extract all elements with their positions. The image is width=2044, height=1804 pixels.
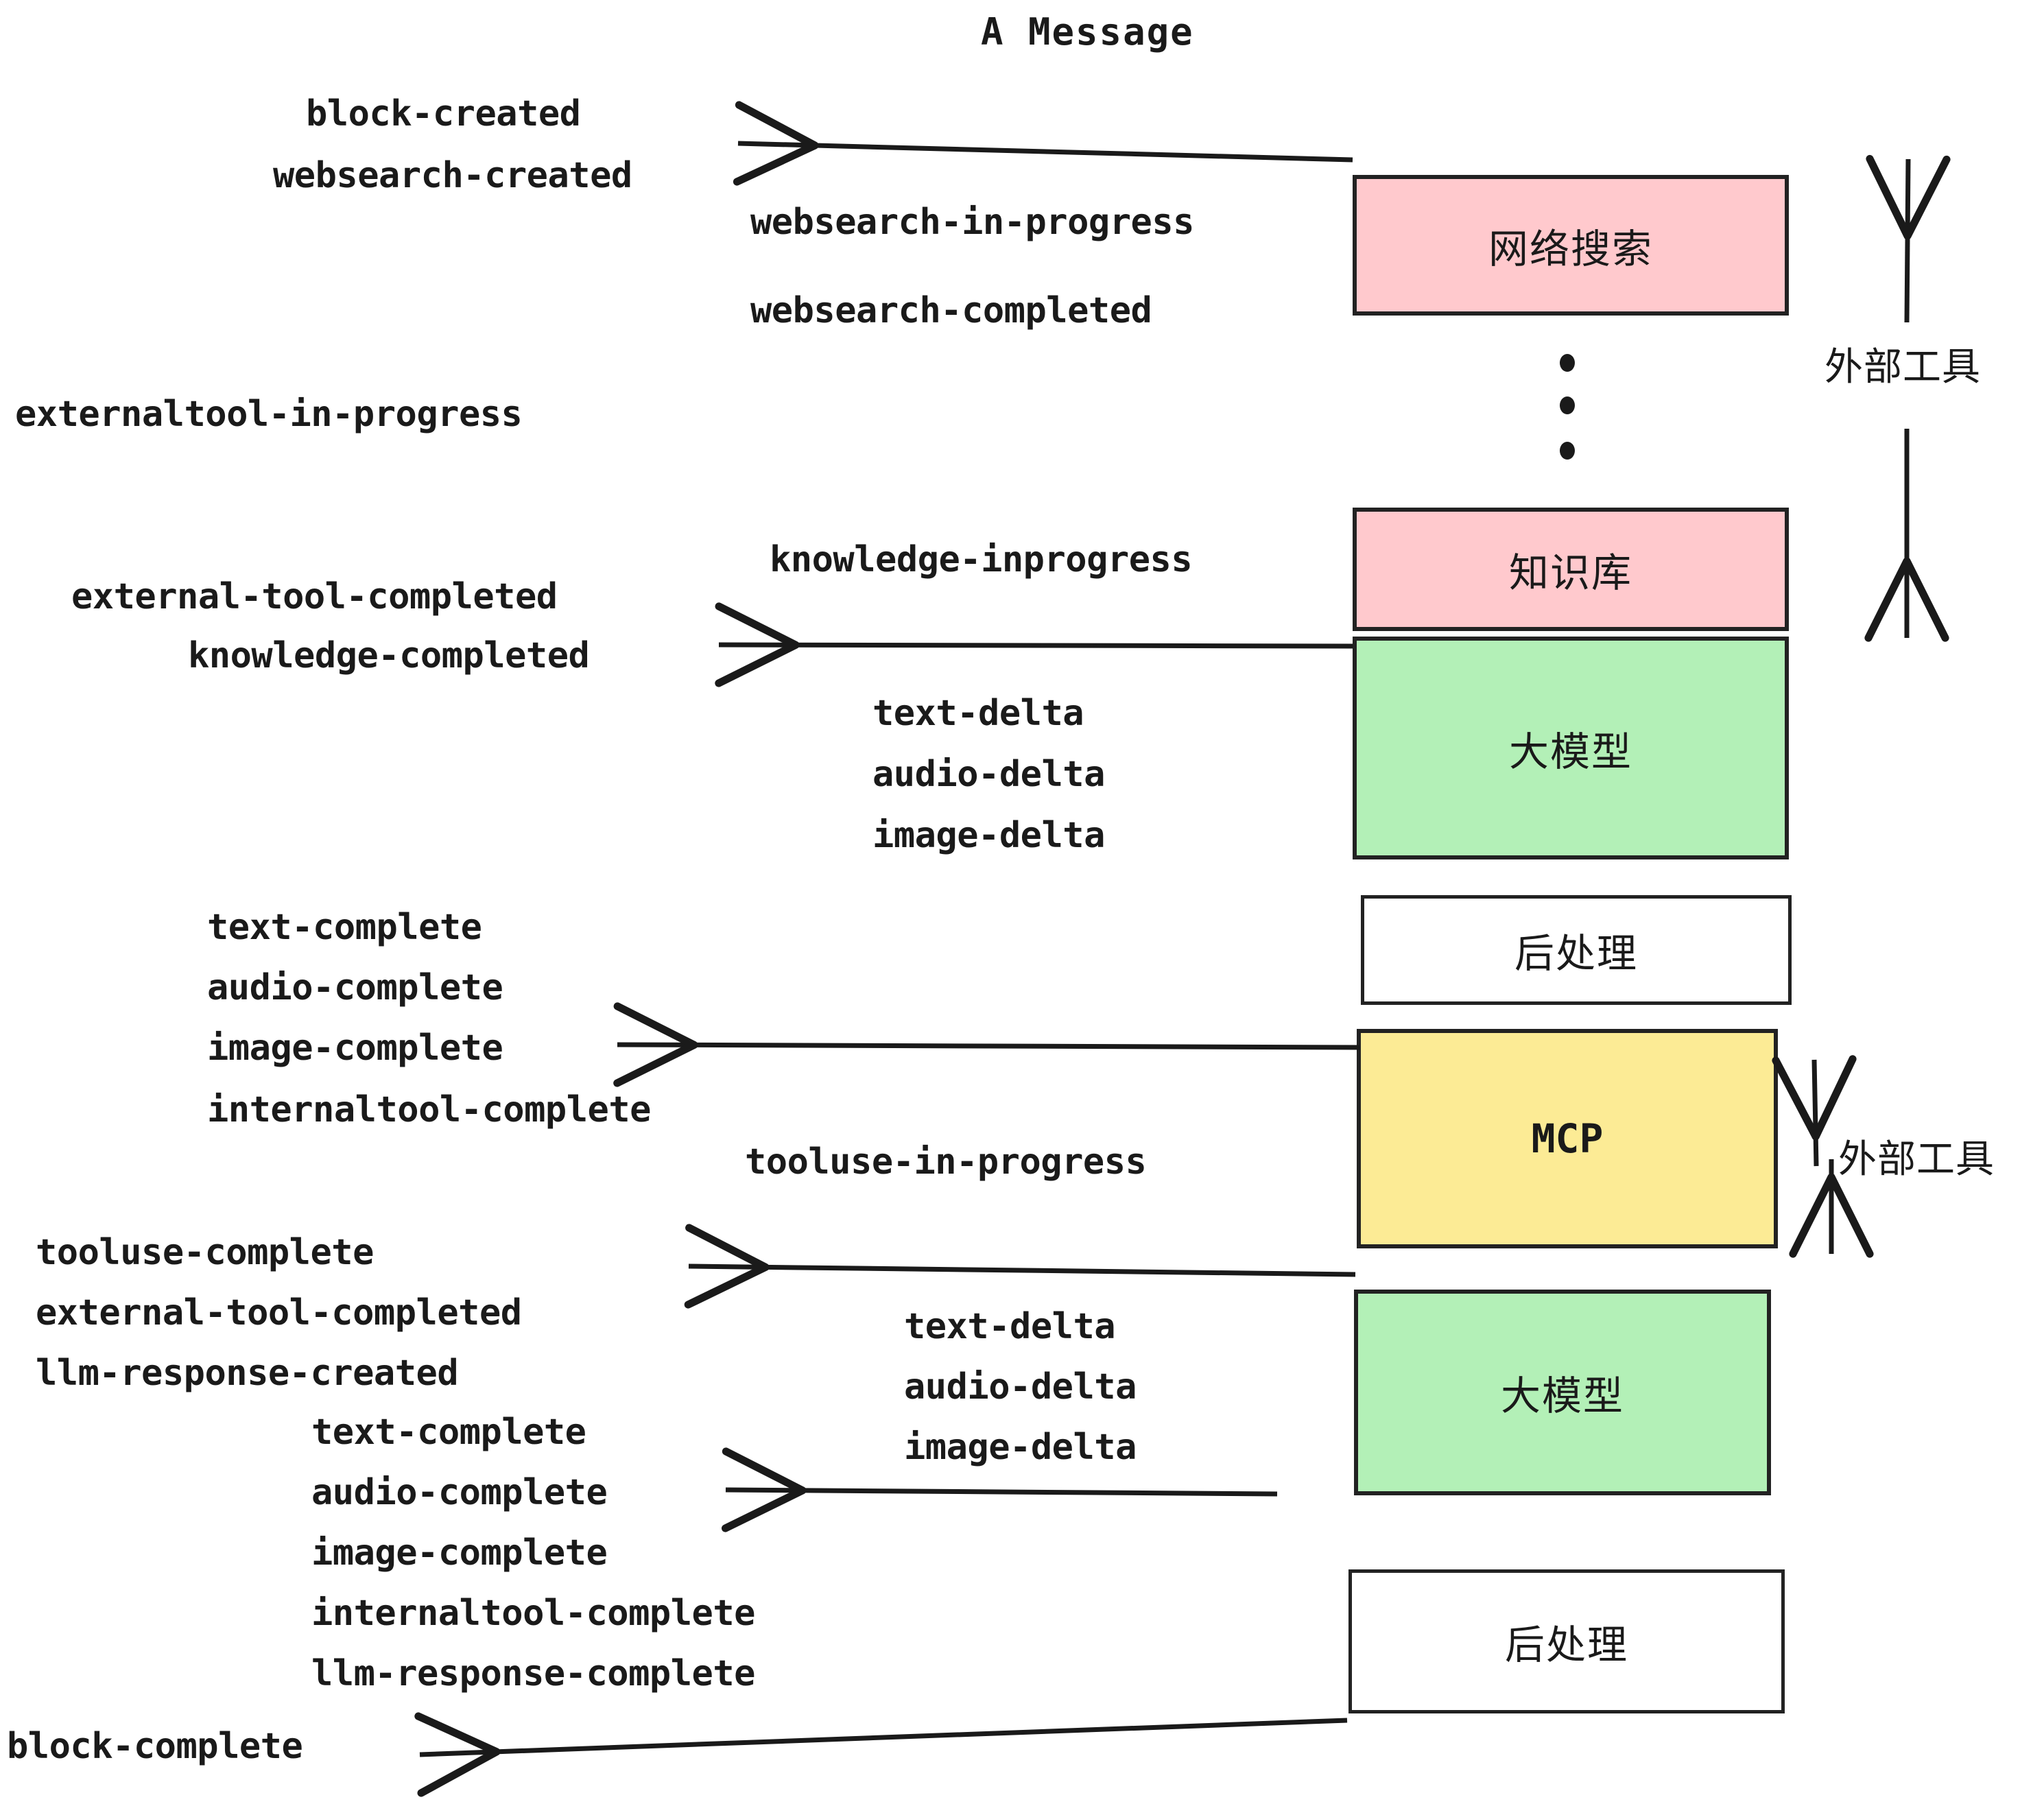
event-external-tool-completed-1: external-tool-completed (71, 576, 558, 617)
box-llm-1-label: 大模型 (1508, 728, 1632, 775)
event-audio-delta-2: audio-delta (904, 1366, 1137, 1408)
box-knowledge-label: 知识库 (1508, 549, 1632, 596)
event-internaltool-complete-2: internaltool-complete (311, 1593, 755, 1634)
arrow-websearch-to-block-created (733, 101, 1353, 186)
arrow-postprocess2-to-block-complete (414, 1712, 1348, 1797)
ellipsis-dot-3 (1560, 442, 1575, 460)
event-block-complete: block-complete (7, 1726, 303, 1767)
event-websearch-completed: websearch-completed (750, 290, 1152, 331)
box-llm-1[interactable]: 大模型 (1353, 637, 1789, 859)
event-image-delta-1: image-delta (872, 815, 1105, 856)
event-internaltool-complete-1: internaltool-complete (207, 1089, 651, 1130)
arrow-knowledge-to-completed (715, 602, 1353, 687)
event-text-complete-1: text-complete (207, 907, 482, 948)
event-text-delta-1: text-delta (872, 693, 1084, 734)
box-mcp[interactable]: MCP (1357, 1029, 1778, 1248)
box-postprocess-2[interactable]: 后处理 (1348, 1569, 1785, 1713)
box-knowledge[interactable]: 知识库 (1353, 508, 1789, 631)
event-audio-complete-2: audio-complete (311, 1472, 608, 1513)
box-llm-2[interactable]: 大模型 (1354, 1290, 1771, 1495)
arrow-external-tools-bottom-up (1772, 1055, 1857, 1167)
box-postprocess-1[interactable]: 后处理 (1361, 895, 1792, 1005)
arrow-mcp-to-tooluse-complete (684, 1224, 1356, 1309)
side-label-external-tools-bottom: 外部工具 (1838, 1137, 1995, 1182)
side-label-external-tools-top: 外部工具 (1825, 345, 1981, 390)
event-llm-response-complete: llm-response-complete (311, 1653, 755, 1694)
box-llm-2-label: 大模型 (1500, 1373, 1624, 1419)
event-websearch-in-progress: websearch-in-progress (750, 202, 1194, 243)
event-websearch-created: websearch-created (273, 155, 632, 196)
arrow-external-tools-top-up (1866, 154, 1951, 323)
event-external-tool-completed-2: external-tool-completed (36, 1292, 522, 1333)
arrow-llm2-to-audio-complete (721, 1447, 1278, 1532)
event-image-delta-2: image-delta (904, 1427, 1137, 1468)
event-text-complete-2: text-complete (311, 1412, 586, 1453)
event-tooluse-in-progress: tooluse-in-progress (745, 1141, 1147, 1183)
event-externaltool-in-progress: externaltool-in-progress (15, 394, 523, 435)
box-postprocess-2-label: 后处理 (1504, 1622, 1628, 1668)
event-audio-complete-1: audio-complete (207, 967, 503, 1008)
ellipsis-dot-2 (1560, 396, 1575, 414)
box-postprocess-1-label: 后处理 (1514, 930, 1638, 977)
event-text-delta-2: text-delta (904, 1306, 1116, 1347)
box-mcp-label: MCP (1531, 1115, 1604, 1162)
arrow-postprocess-to-image-complete (613, 1002, 1360, 1087)
event-audio-delta-1: audio-delta (872, 754, 1105, 795)
event-tooluse-complete: tooluse-complete (36, 1232, 374, 1273)
event-knowledge-inprogress: knowledge-inprogress (770, 539, 1193, 580)
page-title: A Message (981, 10, 1194, 54)
ellipsis-dot-1 (1560, 354, 1575, 372)
event-llm-response-created: llm-response-created (36, 1353, 459, 1394)
event-block-created: block-created (306, 93, 581, 134)
box-websearch-label: 网络搜索 (1488, 225, 1653, 272)
event-knowledge-completed: knowledge-completed (188, 635, 590, 676)
event-image-complete-2: image-complete (311, 1532, 608, 1574)
box-websearch[interactable]: 网络搜索 (1353, 175, 1789, 316)
event-image-complete-1: image-complete (207, 1028, 503, 1069)
